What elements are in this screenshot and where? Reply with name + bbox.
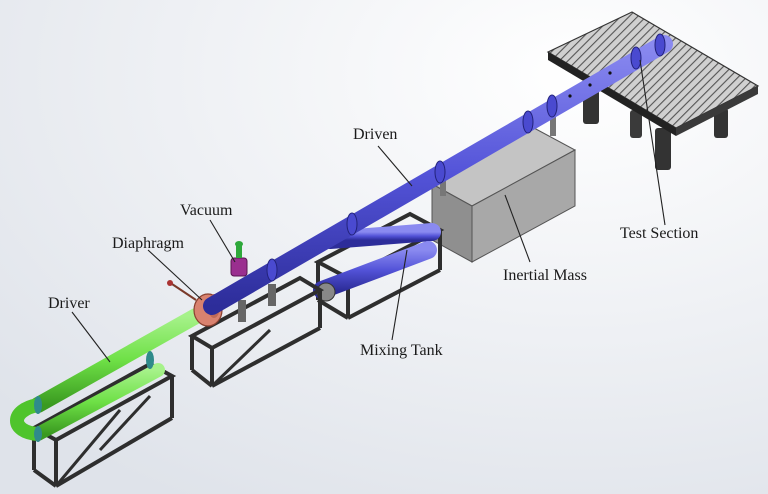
driven-support-frame: [187, 275, 325, 388]
label-driven: Driven: [353, 126, 398, 143]
label-mixing-tank: Mixing Tank: [360, 342, 443, 359]
inertial-mass-box: [430, 112, 577, 263]
label-test-section: Test Section: [620, 225, 699, 242]
test-section-table: [546, 11, 760, 170]
label-vacuum: Vacuum: [180, 202, 233, 219]
label-driver: Driver: [48, 295, 90, 312]
leader-lines: [71, 59, 666, 363]
vacuum-valve: [230, 241, 248, 277]
driver-tube: [10, 308, 204, 442]
label-inertial-mass: Inertial Mass: [503, 267, 587, 284]
driven-tube: [203, 33, 673, 315]
label-diaphragm: Diaphragm: [112, 235, 184, 252]
